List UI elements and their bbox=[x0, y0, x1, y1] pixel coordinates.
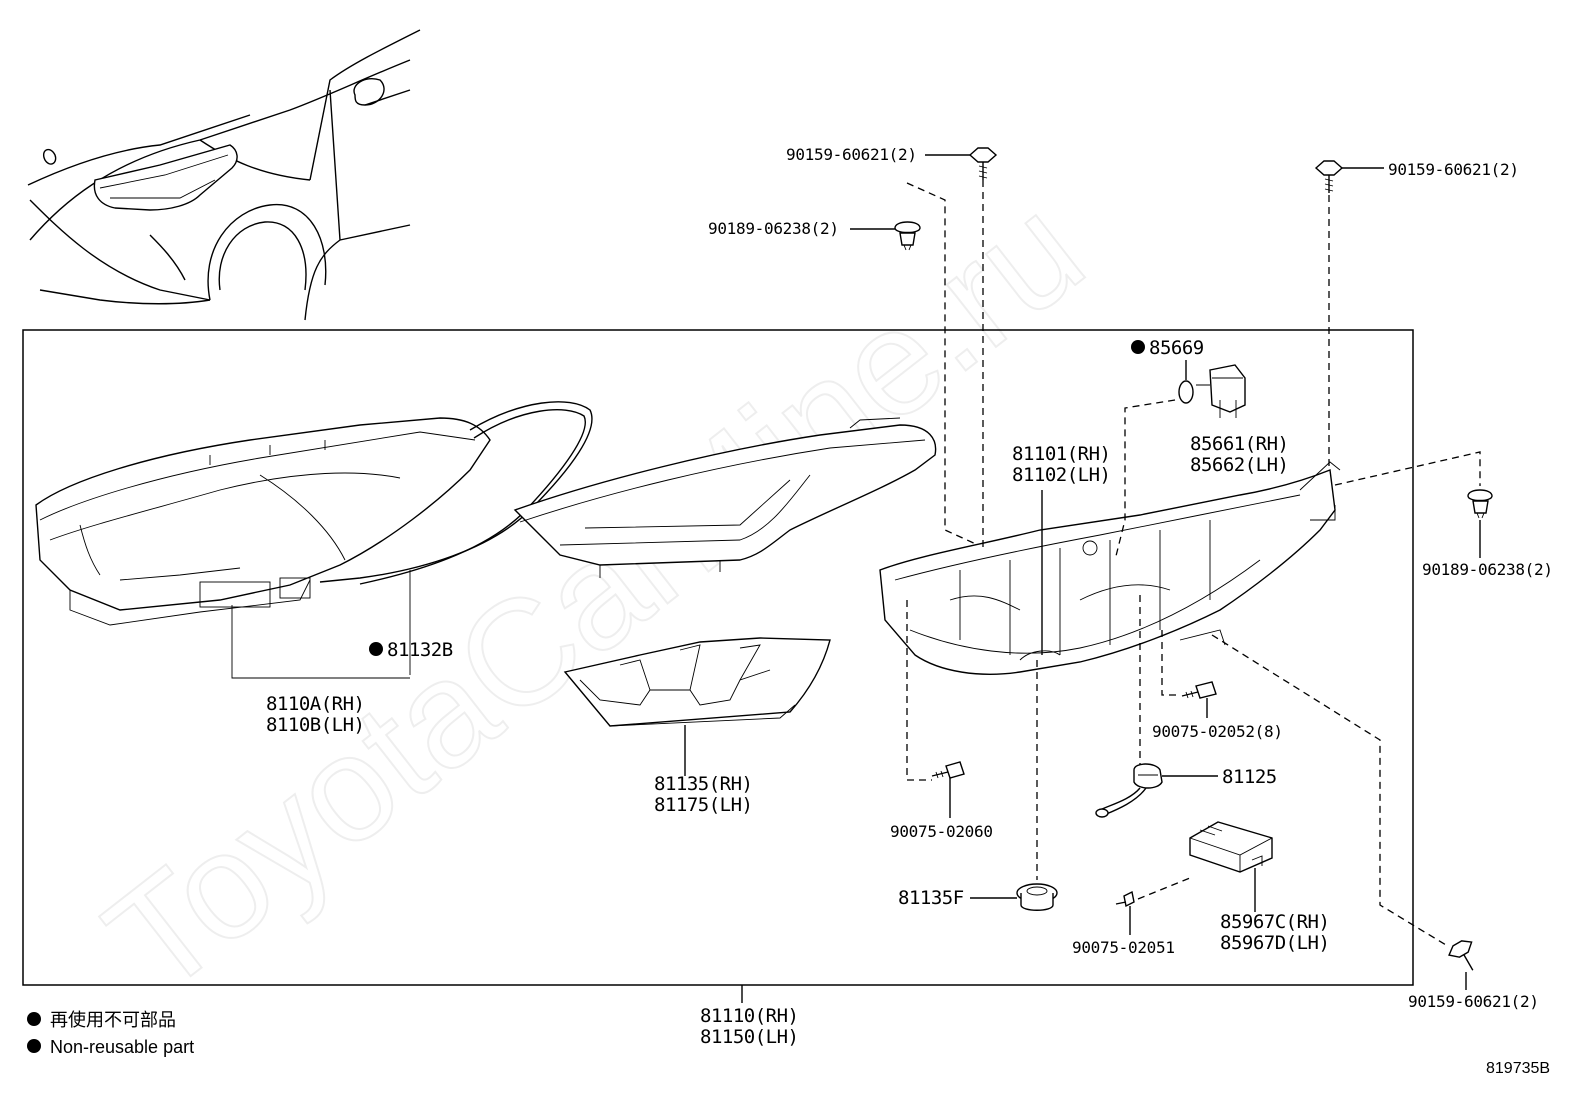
label-8110b: 8110B(LH) bbox=[266, 714, 364, 736]
headlamp-unit-8110 bbox=[35, 401, 593, 679]
lower-lamp-unit-81135 bbox=[563, 637, 831, 727]
label-8110a: 8110A(RH) bbox=[266, 693, 364, 715]
legend: 再使用不可部品 Non-reusable part bbox=[27, 1010, 194, 1057]
assembly-boundary-box bbox=[22, 329, 1414, 986]
label-81175: 81175(LH) bbox=[654, 794, 752, 816]
label-assy-81110: 81110(RH) bbox=[700, 1005, 798, 1027]
label-screw-90075-02052: 90075-02052(8) bbox=[1152, 722, 1283, 741]
figure-code: 819735B bbox=[1486, 1060, 1550, 1077]
label-bolt-top-right: 90159-60621(2) bbox=[1388, 160, 1519, 179]
label-85662: 85662(LH) bbox=[1190, 454, 1288, 476]
label-bolt-top-left: 90159-60621(2) bbox=[786, 145, 917, 164]
label-81135: 81135(RH) bbox=[654, 773, 752, 795]
control-module-85967 bbox=[1189, 821, 1273, 873]
legend-bullet-icon bbox=[27, 1039, 41, 1053]
o-ring-85669 bbox=[1178, 380, 1194, 404]
label-81101: 81101(RH) bbox=[1012, 443, 1110, 465]
screw-90075-02052 bbox=[1181, 681, 1217, 699]
label-screw-90075-02051: 90075-02051 bbox=[1072, 938, 1175, 957]
dash-guide-right bbox=[1334, 451, 1481, 486]
label-screw-90075-02060: 90075-02060 bbox=[890, 822, 993, 841]
lens-housing bbox=[513, 417, 937, 578]
label-clip-right: 90189-06238(2) bbox=[1422, 560, 1553, 579]
legend-en: Non-reusable part bbox=[50, 1037, 194, 1057]
legend-bullet-icon bbox=[27, 1012, 41, 1026]
leveling-actuator-85661 bbox=[1196, 364, 1246, 418]
label-81132b: 81132B bbox=[387, 639, 453, 661]
label-85661: 85661(RH) bbox=[1190, 433, 1288, 455]
bolt-90159-bottom-right bbox=[1448, 940, 1474, 971]
dash-guide-bottom-right bbox=[1211, 634, 1447, 946]
marker-81132b: 81132B bbox=[369, 639, 453, 661]
label-assy-81150: 81150(LH) bbox=[700, 1026, 798, 1048]
dash-guide-top-left bbox=[906, 182, 979, 546]
bolt-90159-top-right bbox=[1314, 160, 1344, 193]
cap-81135f bbox=[1016, 883, 1058, 911]
label-bolt-bottom-right: 90159-60621(2) bbox=[1408, 992, 1539, 1011]
legend-jp: 再使用不可部品 bbox=[50, 1010, 176, 1030]
label-85669: 85669 bbox=[1149, 337, 1204, 359]
screw-90075-02060 bbox=[931, 761, 965, 779]
label-85967c: 85967C(RH) bbox=[1220, 911, 1329, 933]
bolt-90159-top-left bbox=[968, 147, 998, 180]
label-81125: 81125 bbox=[1222, 766, 1277, 788]
label-81135f: 81135F bbox=[898, 887, 964, 909]
clip-90189-right bbox=[1467, 489, 1493, 519]
marker-85669: 85669 bbox=[1131, 337, 1204, 359]
bulb-socket-81125 bbox=[1095, 763, 1163, 818]
screw-90075-02051 bbox=[1115, 890, 1135, 908]
lamp-housing-81101 bbox=[879, 461, 1341, 675]
label-clip-top-left: 90189-06238(2) bbox=[708, 219, 839, 238]
label-81102: 81102(LH) bbox=[1012, 464, 1110, 486]
clip-90189-top-left bbox=[894, 221, 921, 251]
label-85967d: 85967D(LH) bbox=[1220, 932, 1329, 954]
car-overview-sketch bbox=[27, 29, 421, 321]
